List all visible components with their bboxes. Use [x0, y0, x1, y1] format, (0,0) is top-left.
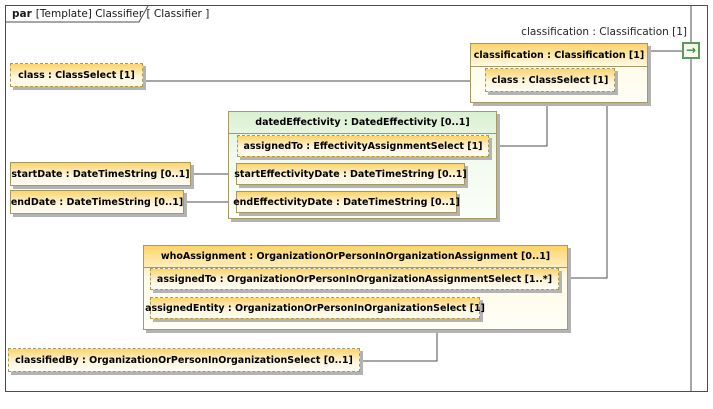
right-arrow-icon: → [685, 43, 697, 57]
frame-kind-label: par [12, 8, 32, 20]
end-effectivity-date-label: endEffectivityDate : DateTimeString [0..… [233, 196, 460, 208]
class-node-label: class : ClassSelect [1] [18, 69, 135, 81]
end-date-node[interactable]: endDate : DateTimeString [0..1] [10, 190, 184, 214]
assigned-entity-label: assignedEntity : OrganizationOrPersonInO… [145, 302, 485, 314]
dated-effectivity-header: datedEffectivity : DatedEffectivity [0..… [229, 112, 496, 134]
diagram-frame [5, 5, 708, 392]
who-assignment-header: whoAssignment : OrganizationOrPersonInOr… [144, 246, 567, 268]
parameter-port[interactable]: → [682, 42, 700, 59]
classification-header: classification : Classification [1] [471, 44, 647, 67]
who-assignedto-label: assignedTo : OrganizationOrPersonInOrgan… [156, 273, 553, 285]
class-node[interactable]: class : ClassSelect [1] [10, 63, 143, 87]
connector-assignedentity-classifiedby[interactable] [362, 319, 438, 362]
end-date-label: endDate : DateTimeString [0..1] [10, 196, 184, 208]
connector-effectivity-assignedto[interactable] [491, 104, 548, 147]
frame-title: [Template] Classifier [ Classifier ] [35, 8, 210, 20]
classified-by-node[interactable]: classifiedBy : OrganizationOrPersonInOrg… [8, 348, 360, 372]
start-date-label: startDate : DateTimeString [0..1] [11, 168, 190, 180]
connector-who-assignedto[interactable] [559, 104, 608, 279]
frame-tab: par[Template] Classifier [ Classifier ] [12, 8, 209, 20]
assigned-entity-node[interactable]: assignedEntity : OrganizationOrPersonInO… [145, 297, 485, 319]
classification-floating-label: classification : Classification [1] [521, 26, 687, 38]
classified-by-label: classifiedBy : OrganizationOrPersonInOrg… [15, 354, 353, 366]
classification-class-node[interactable]: class : ClassSelect [1] [485, 68, 615, 92]
end-effectivity-date-node[interactable]: endEffectivityDate : DateTimeString [0..… [233, 191, 460, 213]
start-effectivity-date-node[interactable]: startEffectivityDate : DateTimeString [0… [234, 163, 467, 185]
effectivity-assignedto-label: assignedTo : EffectivityAssignmentSelect… [243, 140, 483, 152]
classification-class-label: class : ClassSelect [1] [491, 74, 609, 86]
who-assignedto-node[interactable]: assignedTo : OrganizationOrPersonInOrgan… [150, 268, 559, 290]
start-effectivity-date-label: startEffectivityDate : DateTimeString [0… [234, 168, 467, 180]
frame-tab-outline [6, 5, 149, 23]
effectivity-assignedto-node[interactable]: assignedTo : EffectivityAssignmentSelect… [237, 135, 489, 157]
start-date-node[interactable]: startDate : DateTimeString [0..1] [10, 162, 191, 186]
